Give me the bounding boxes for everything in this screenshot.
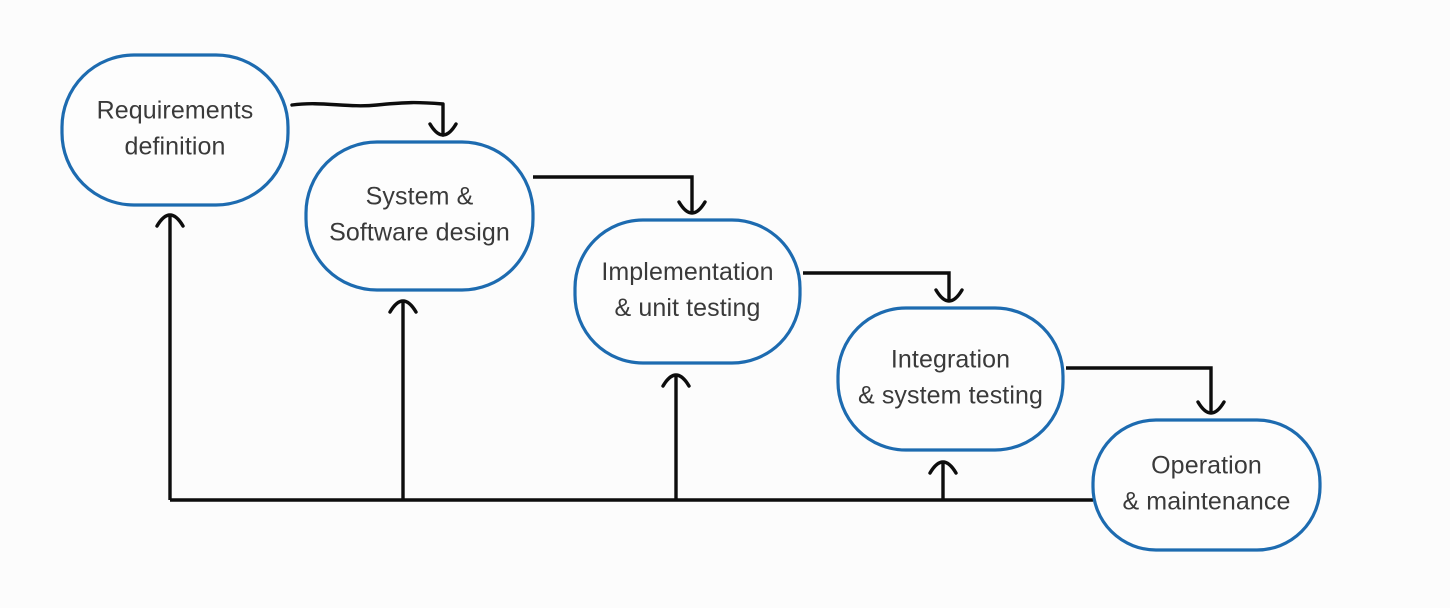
feedback-loop-group [155,213,1093,502]
stage-node-integration-system-testing[interactable]: Integration & system testing [836,306,1065,452]
stage-label-line2: & unit testing [615,294,761,322]
feedback-arrow-feedback-to-requirements [155,213,185,500]
arrowhead-down-icon [934,288,964,303]
stage-label-line1: System & [366,183,474,211]
stage-label-line2: & maintenance [1122,488,1290,516]
feedback-arrow-feedback-to-integration [928,460,958,500]
connector-impl-to-integ [803,271,964,303]
stage-label-line2: definition [124,133,225,161]
stage-label-line2: Software design [329,219,510,247]
stage-label-line1: Requirements [97,97,254,125]
arrowhead-up-icon [155,213,185,228]
connector-integ-to-op [1066,366,1226,415]
arrowhead-up-icon [661,373,691,388]
connector-path [533,175,694,213]
stage-node-implementation-unit-testing[interactable]: Implementation & unit testing [573,218,802,365]
stage-node-shape [1091,418,1322,552]
stage-label-line1: Implementation [601,258,773,286]
stage-node-system-software-design[interactable]: System & Software design [304,140,535,292]
arrowhead-down-icon [428,122,458,137]
stage-node-operation-maintenance[interactable]: Operation & maintenance [1091,418,1322,552]
stage-node-shape [60,53,290,207]
stage-label-line1: Integration [891,346,1010,374]
stage-node-requirements-definition[interactable]: Requirements definition [60,53,290,207]
arrowhead-up-icon [388,299,418,314]
arrowhead-down-icon [677,200,707,215]
connector-design-to-impl [533,175,707,215]
feedback-arrow-feedback-to-design [388,299,418,500]
stage-node-shape [573,218,802,365]
connector-path [803,271,951,301]
stage-label-line2: & system testing [858,382,1043,410]
connector-path [1066,366,1213,413]
connector-req-to-design [290,100,458,137]
connector-path [290,100,445,137]
arrowhead-up-icon [928,460,958,475]
arrowhead-down-icon [1196,400,1226,415]
stage-label-line1: Operation [1151,452,1262,480]
stage-node-shape [836,306,1065,452]
stage-node-shape [304,140,535,292]
feedback-arrow-feedback-to-implementation [661,373,691,500]
forward-connectors-group [290,100,1226,415]
